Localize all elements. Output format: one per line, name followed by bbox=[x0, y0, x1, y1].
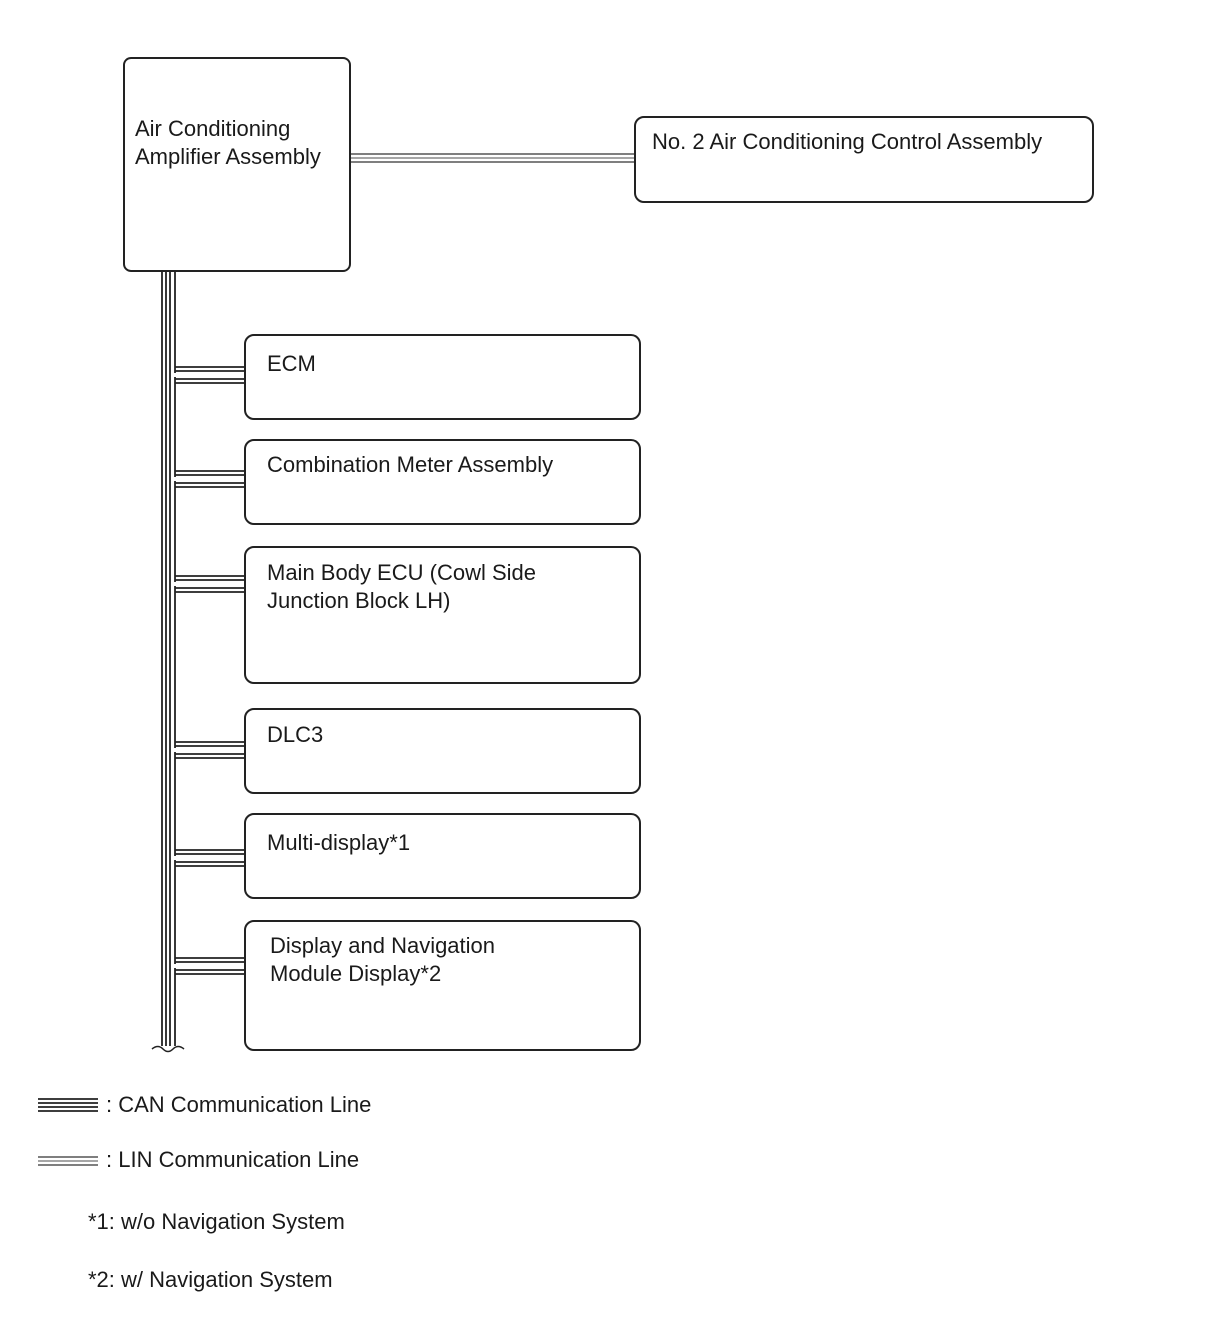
module-label-ecm: ECM bbox=[267, 351, 316, 376]
lin-line-amplifier-to-control bbox=[350, 153, 636, 163]
can-line-swatch bbox=[38, 1098, 98, 1112]
can-branch bbox=[174, 575, 245, 593]
lin-line-swatch bbox=[38, 1156, 98, 1166]
amplifier-label-line1: Air Conditioning bbox=[135, 116, 290, 141]
can-branch bbox=[174, 366, 245, 384]
module-label-main-body-ecu-line1: Main Body ECU (Cowl Side bbox=[267, 560, 536, 585]
module-label-main-body-ecu-line2: Junction Block LH) bbox=[267, 588, 450, 613]
can-bus-vertical bbox=[151, 270, 185, 1053]
module-label-combination-meter: Combination Meter Assembly bbox=[267, 452, 553, 477]
module-label-navigation-display-line2: Module Display*2 bbox=[270, 961, 441, 986]
module-box-ecm: ECM bbox=[244, 334, 641, 420]
module-label-dlc3: DLC3 bbox=[267, 722, 323, 747]
module-label-navigation-display-line1: Display and Navigation bbox=[270, 933, 495, 958]
module-box-combination-meter: Combination Meter Assembly bbox=[244, 439, 641, 525]
can-branch bbox=[174, 849, 245, 867]
module-label-multi-display: Multi-display*1 bbox=[267, 830, 410, 855]
module-box-main-body-ecu: Main Body ECU (Cowl Side Junction Block … bbox=[244, 546, 641, 684]
legend-lin: : LIN Communication Line bbox=[38, 1147, 359, 1172]
legend-lin-label: : LIN Communication Line bbox=[106, 1147, 359, 1172]
legend-can: : CAN Communication Line bbox=[38, 1092, 371, 1117]
module-box-multi-display: Multi-display*1 bbox=[244, 813, 641, 899]
legend-can-label: : CAN Communication Line bbox=[106, 1092, 371, 1117]
can-branch bbox=[174, 957, 245, 975]
can-branch bbox=[174, 741, 245, 759]
can-branches bbox=[174, 366, 245, 975]
control-assembly-box: No. 2 Air Conditioning Control Assembly bbox=[634, 116, 1094, 203]
amplifier-label-line2: Amplifier Assembly bbox=[135, 144, 321, 169]
footnote-1: *1: w/o Navigation System bbox=[88, 1209, 345, 1234]
module-box-navigation-display: Display and Navigation Module Display*2 bbox=[244, 920, 641, 1051]
amplifier-box: Air Conditioning Amplifier Assembly bbox=[123, 57, 351, 272]
can-branch bbox=[174, 470, 245, 488]
control-assembly-label: No. 2 Air Conditioning Control Assembly bbox=[652, 129, 1042, 154]
footnote-2: *2: w/ Navigation System bbox=[88, 1267, 333, 1292]
module-box-dlc3: DLC3 bbox=[244, 708, 641, 794]
